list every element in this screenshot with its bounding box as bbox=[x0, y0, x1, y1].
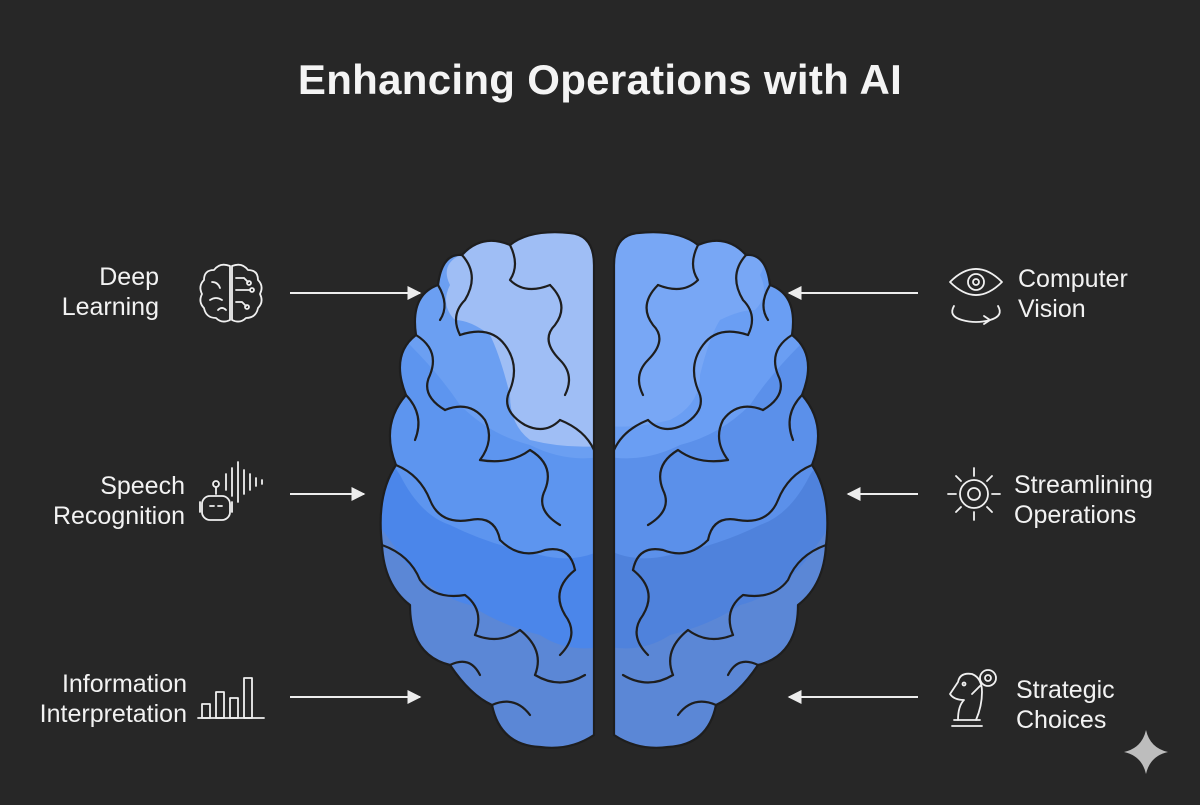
chess-knight-icon bbox=[949, 669, 997, 727]
brain-left-hemisphere bbox=[380, 232, 594, 748]
brain-circuit-icon bbox=[199, 263, 263, 323]
label-information-interpretation: Information Interpretation bbox=[39, 670, 187, 728]
label-computer-vision: Computer Vision bbox=[1018, 265, 1128, 323]
bar-chart-icon bbox=[197, 677, 265, 719]
label-streamlining-operations: Streamlining Operations bbox=[1014, 471, 1153, 529]
sparkle-icon bbox=[1124, 730, 1168, 774]
gear-sun-icon bbox=[947, 467, 1001, 521]
robot-soundwave-icon bbox=[199, 461, 263, 521]
label-deep-learning: Deep Learning bbox=[61, 263, 159, 321]
label-strategic-choices: Strategic Choices bbox=[1016, 676, 1115, 734]
label-speech-recognition: Speech Recognition bbox=[52, 472, 185, 530]
page-title: Enhancing Operations with AI bbox=[297, 56, 903, 103]
eye-rotate-icon bbox=[949, 268, 1003, 325]
brain-illustration bbox=[379, 225, 829, 755]
brain-right-hemisphere bbox=[614, 232, 828, 748]
